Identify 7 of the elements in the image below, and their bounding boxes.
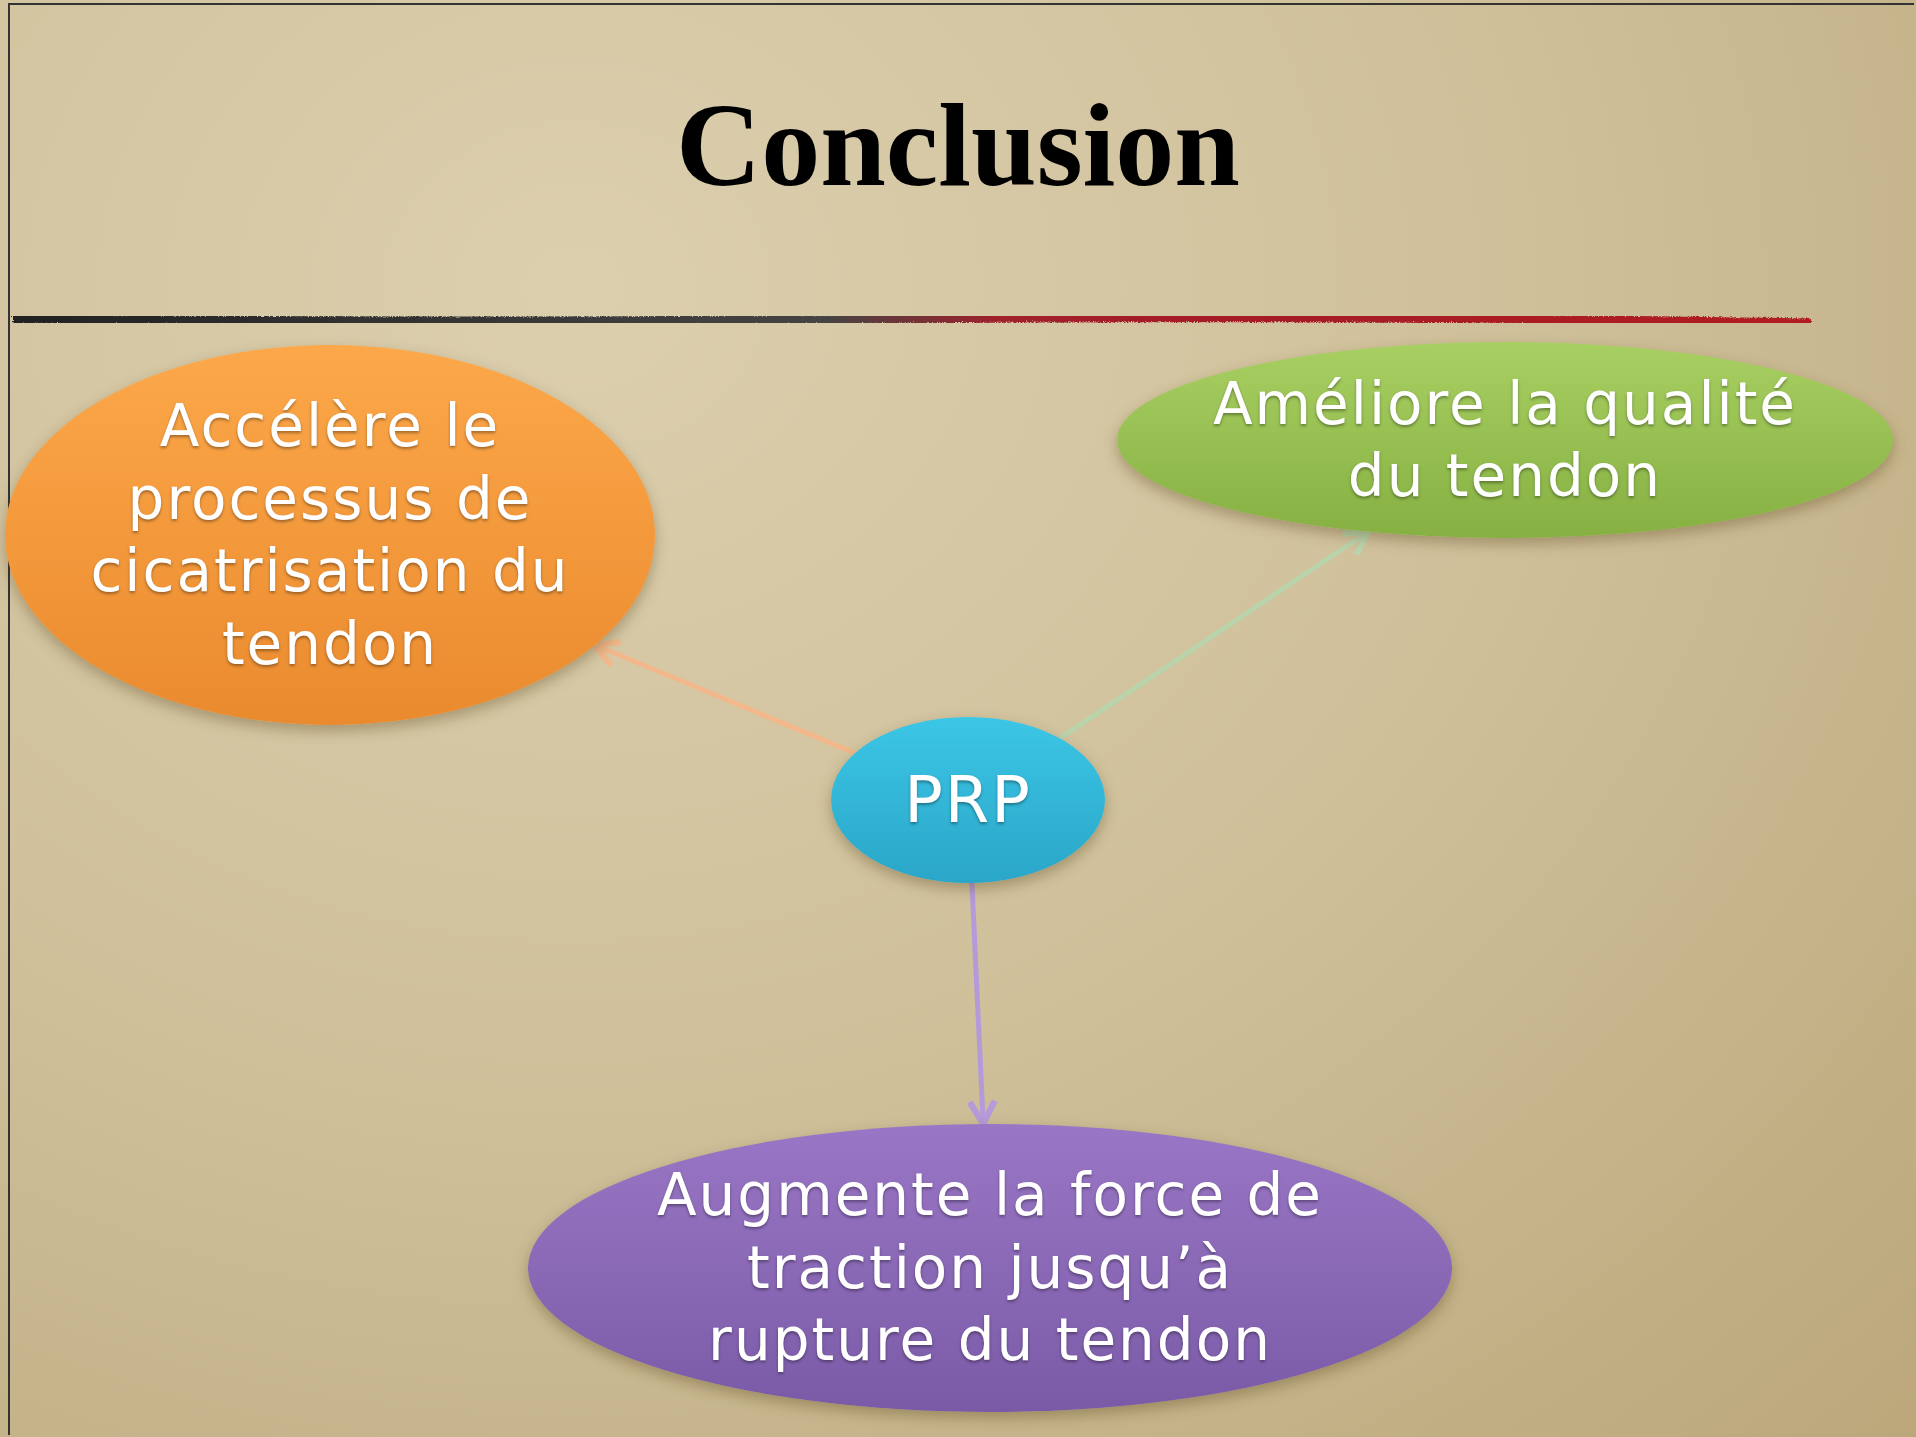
slide-title: Conclusion (676, 79, 1240, 213)
arrow (1058, 528, 1372, 741)
node-text: PRP (904, 762, 1032, 839)
node-text: Améliore la qualité du tendon (1211, 368, 1799, 512)
arrow (591, 639, 856, 756)
node-text: Accélère le processus de cicatrisation du tendon (89, 391, 571, 680)
node-text: Augmente la force de traction jusqu’à rupture du tendon (655, 1160, 1325, 1377)
